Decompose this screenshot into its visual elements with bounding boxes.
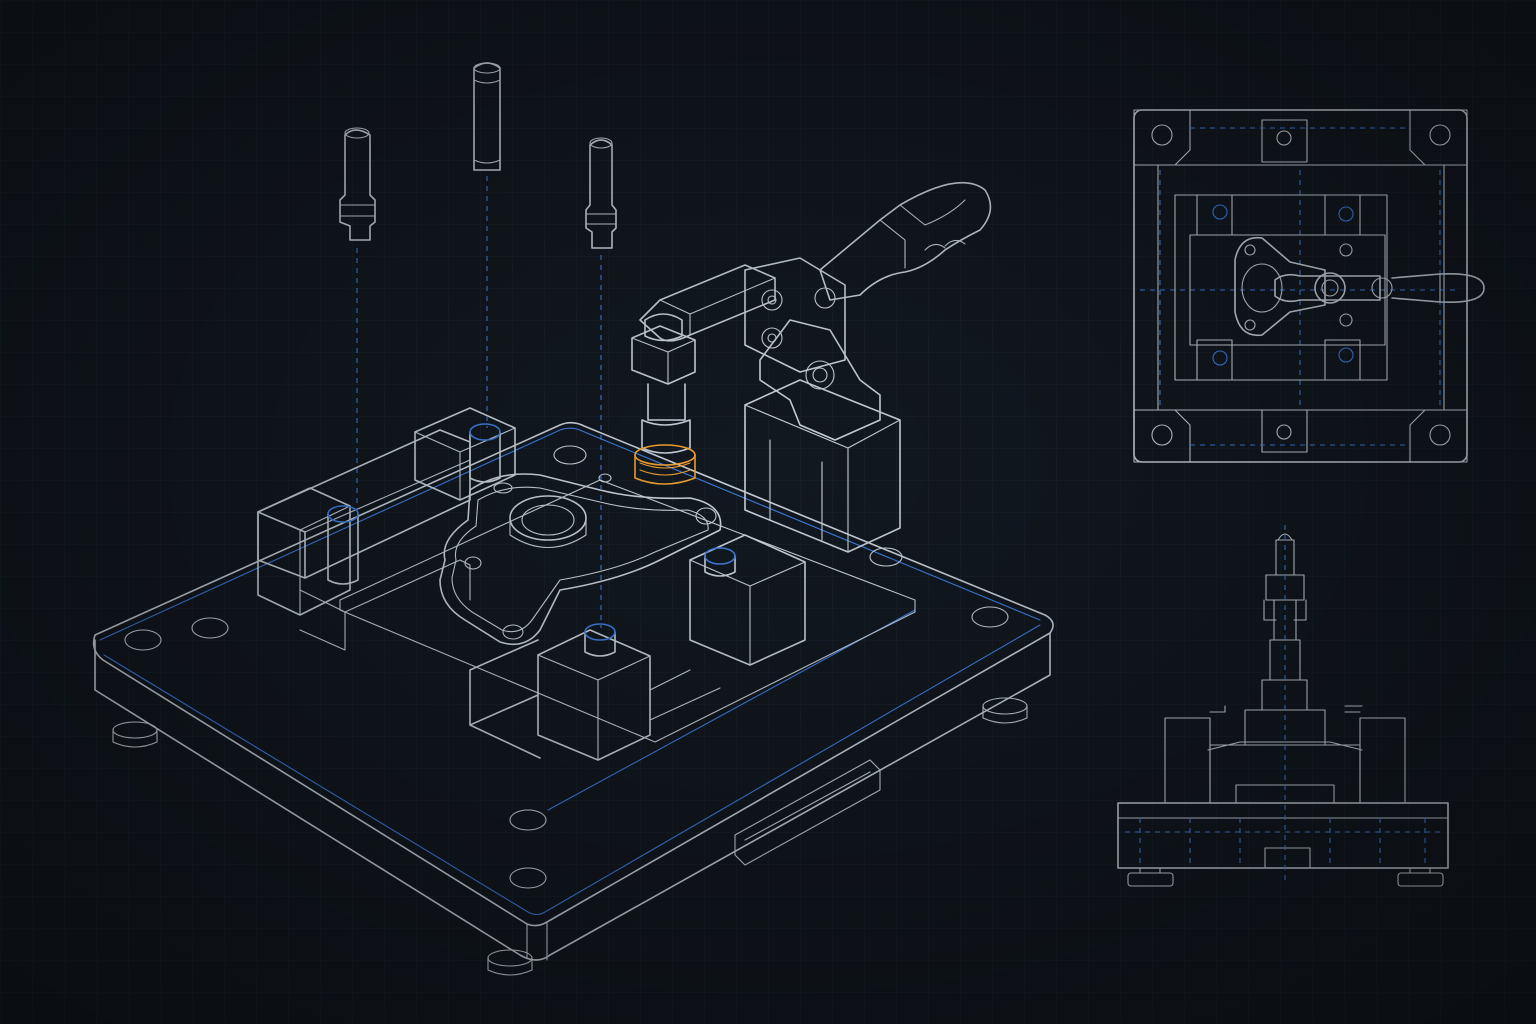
vignette: [0, 0, 1536, 1024]
drawing-canvas: [0, 0, 1536, 1024]
technical-drawing: [0, 0, 1536, 1024]
